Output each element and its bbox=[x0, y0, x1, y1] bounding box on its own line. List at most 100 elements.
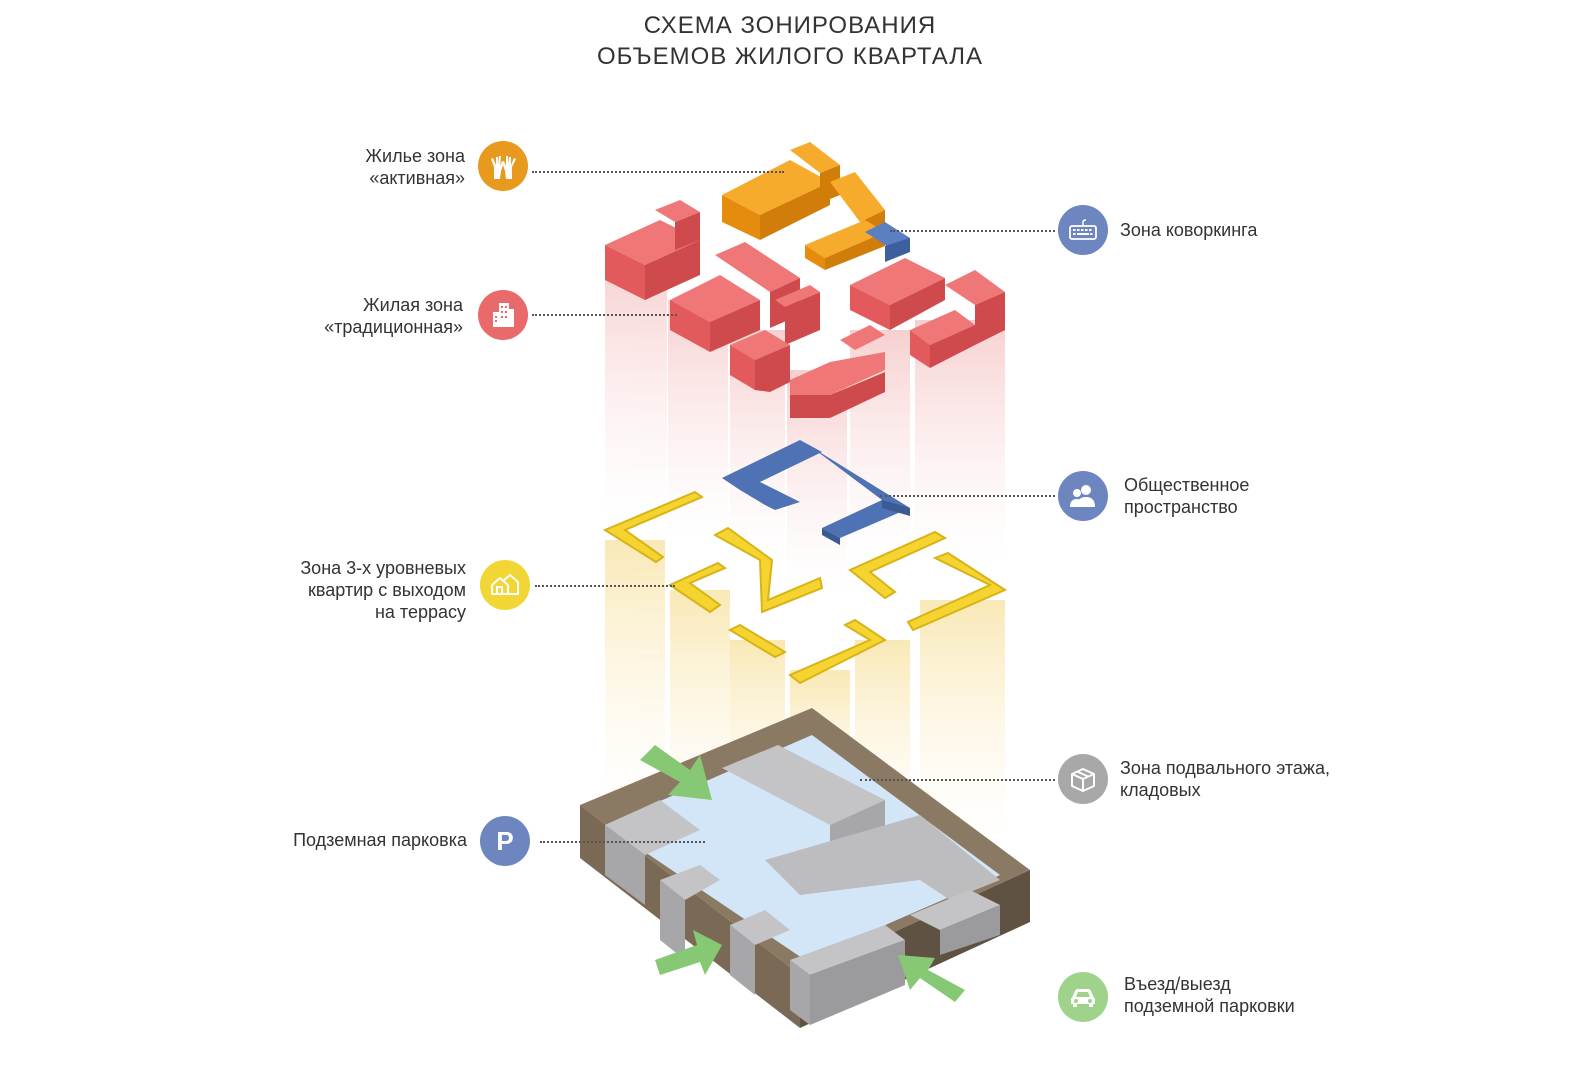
box-icon bbox=[1058, 754, 1108, 804]
label-parking-entry: Въезд/выезд подземной парковки bbox=[1124, 973, 1295, 1017]
active-block bbox=[760, 182, 830, 240]
terrace-apartment-volumes bbox=[602, 490, 1008, 685]
res-block bbox=[715, 242, 800, 292]
res-block bbox=[840, 325, 885, 350]
terrace-slab bbox=[727, 623, 788, 659]
res-block bbox=[675, 212, 700, 250]
label-basement: Зона подвального этажа, кладовых bbox=[1120, 757, 1330, 801]
active-residential-volumes bbox=[722, 142, 910, 270]
active-block bbox=[830, 172, 885, 222]
parking-icon-letter: P bbox=[496, 825, 514, 856]
label-line: Жилая зона bbox=[363, 295, 463, 315]
public-space-slab bbox=[882, 500, 910, 516]
active-block bbox=[722, 160, 830, 215]
leader-basement bbox=[860, 779, 1055, 781]
active-block bbox=[805, 220, 885, 258]
terrace-slab bbox=[667, 561, 728, 614]
res-block bbox=[670, 275, 760, 322]
entry-arrow bbox=[655, 930, 722, 975]
label-terrace-apartments: Зона 3-х уровневых квартир с выходом на … bbox=[270, 557, 466, 623]
terrace-slab bbox=[602, 490, 705, 564]
storage-block-face bbox=[810, 940, 905, 1025]
terrace-slab bbox=[906, 551, 1008, 632]
active-block bbox=[825, 232, 885, 270]
res-block bbox=[730, 345, 755, 390]
storage-block bbox=[660, 865, 720, 900]
storage-block bbox=[722, 745, 885, 825]
raised-hands-icon bbox=[478, 141, 528, 191]
storage-block-face bbox=[730, 925, 755, 995]
label-line: подземной парковки bbox=[1124, 996, 1295, 1016]
entry-arrow bbox=[640, 745, 712, 800]
label-underground-parking: Подземная парковка bbox=[255, 829, 467, 851]
label-line: пространство bbox=[1124, 497, 1238, 517]
coworking-block bbox=[885, 238, 910, 262]
res-block bbox=[645, 240, 700, 300]
res-block bbox=[775, 285, 820, 307]
res-block bbox=[890, 278, 945, 330]
storage-block bbox=[790, 925, 905, 975]
leader-active-residential bbox=[532, 171, 784, 173]
label-coworking: Зона коворкинга bbox=[1120, 219, 1257, 241]
terrace-slab bbox=[712, 526, 824, 614]
label-line: квартир с выходом bbox=[308, 580, 466, 600]
title-line-1: СХЕМА ЗОНИРОВАНИЯ bbox=[643, 12, 937, 39]
entry-arrow bbox=[898, 955, 965, 1002]
label-line: Зона 3-х уровневых bbox=[300, 558, 466, 578]
leader-traditional-residential bbox=[532, 314, 677, 316]
public-space-slab bbox=[822, 528, 840, 545]
res-block bbox=[975, 292, 1005, 345]
terrace-slab bbox=[788, 618, 887, 685]
active-block bbox=[820, 165, 840, 203]
car-icon bbox=[1058, 972, 1108, 1022]
res-block bbox=[785, 292, 820, 345]
apartment-building-icon bbox=[478, 290, 528, 340]
active-block bbox=[805, 245, 825, 270]
res-block bbox=[945, 270, 1005, 305]
res-block bbox=[850, 258, 945, 305]
res-block bbox=[790, 352, 885, 395]
label-line: на террасу bbox=[374, 602, 466, 622]
label-line: Зона коворкинга bbox=[1120, 220, 1258, 240]
parking-icon: P bbox=[480, 816, 530, 866]
label-line: «традиционная» bbox=[324, 317, 463, 337]
label-line: Общественное bbox=[1124, 475, 1250, 495]
label-line: Подземная парковка bbox=[293, 830, 467, 850]
houses-icon bbox=[480, 560, 530, 610]
res-block bbox=[910, 330, 930, 368]
active-block bbox=[722, 195, 760, 240]
storage-block-face bbox=[940, 905, 1000, 955]
storage-block-face bbox=[660, 880, 685, 960]
public-space-slab bbox=[722, 440, 822, 510]
public-space-volume bbox=[722, 440, 910, 545]
terrace-slab bbox=[848, 530, 948, 600]
res-block bbox=[910, 310, 975, 345]
yellow-glow-column bbox=[605, 540, 665, 810]
storage-block bbox=[910, 890, 1000, 930]
storage-block-face bbox=[605, 825, 645, 905]
public-space-slab bbox=[800, 440, 910, 538]
storage-block bbox=[730, 910, 790, 945]
res-block bbox=[710, 300, 760, 352]
res-block bbox=[850, 285, 890, 330]
people-icon bbox=[1058, 471, 1108, 521]
leader-underground-parking bbox=[540, 841, 705, 843]
diagram-title: СХЕМА ЗОНИРОВАНИЯ ОБЪЕМОВ ЖИЛОГО КВАРТАЛ… bbox=[0, 10, 1580, 72]
traditional-residential-volumes bbox=[605, 200, 1005, 418]
res-block bbox=[755, 345, 790, 392]
label-line: Жилье зона bbox=[365, 146, 465, 166]
label-traditional-residential: Жилая зона «традиционная» bbox=[290, 294, 463, 338]
leader-terrace-apartments bbox=[535, 585, 675, 587]
res-block bbox=[730, 330, 790, 360]
label-line: кладовых bbox=[1120, 780, 1201, 800]
leader-coworking bbox=[890, 230, 1055, 232]
label-line: «активная» bbox=[369, 168, 465, 188]
res-block bbox=[930, 325, 975, 368]
storage-block-face bbox=[790, 960, 810, 1025]
leader-public-space bbox=[880, 495, 1055, 497]
res-block bbox=[790, 372, 885, 418]
title-line-2: ОБЪЕМОВ ЖИЛОГО КВАРТАЛА bbox=[596, 43, 984, 70]
res-block bbox=[670, 300, 710, 352]
label-active-residential: Жилье зона «активная» bbox=[300, 145, 465, 189]
